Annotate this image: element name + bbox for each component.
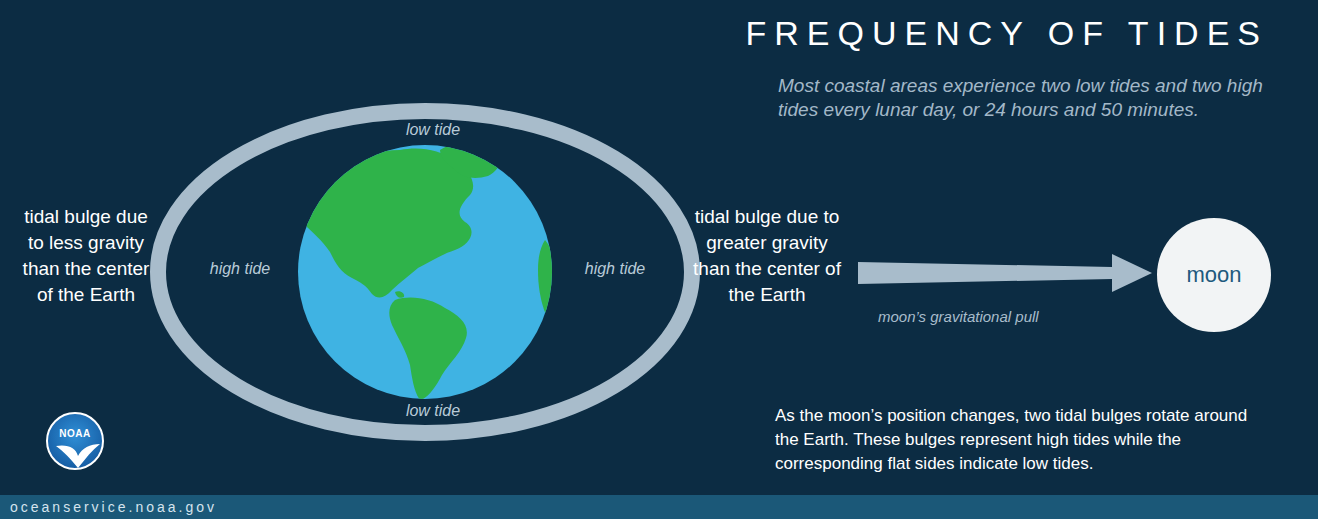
tide-label: high tide	[563, 260, 667, 278]
tide-label: high tide	[188, 260, 292, 278]
bulge-note: tidal bulge due to greater gravity than …	[692, 204, 842, 308]
moon-circle: moon	[1157, 218, 1271, 332]
footer-band: oceanservice.noaa.gov	[0, 495, 1318, 519]
tide-label: low tide	[383, 121, 483, 139]
explanation: As the moon’s position changes, two tida…	[775, 404, 1275, 476]
subtitle: Most coastal areas experience two low ti…	[778, 74, 1288, 122]
noaa-logo-text: NOAA	[59, 428, 90, 439]
moon-circle-text: moon	[1186, 262, 1241, 288]
noaa-logo: NOAA	[46, 412, 104, 470]
footer-band-text: oceanservice.noaa.gov	[10, 499, 217, 515]
tide-label: low tide	[383, 402, 483, 420]
noaa-bird	[48, 414, 106, 472]
tidal-bulge-ring	[158, 111, 692, 433]
title: FREQUENCY OF TIDES	[746, 14, 1268, 53]
arrow-label: moon’s gravitational pull	[878, 308, 1118, 325]
bulge-note: tidal bulge due to less gravity than the…	[18, 204, 154, 308]
gravity-arrow	[858, 254, 1152, 292]
earth-globe	[298, 143, 556, 400]
